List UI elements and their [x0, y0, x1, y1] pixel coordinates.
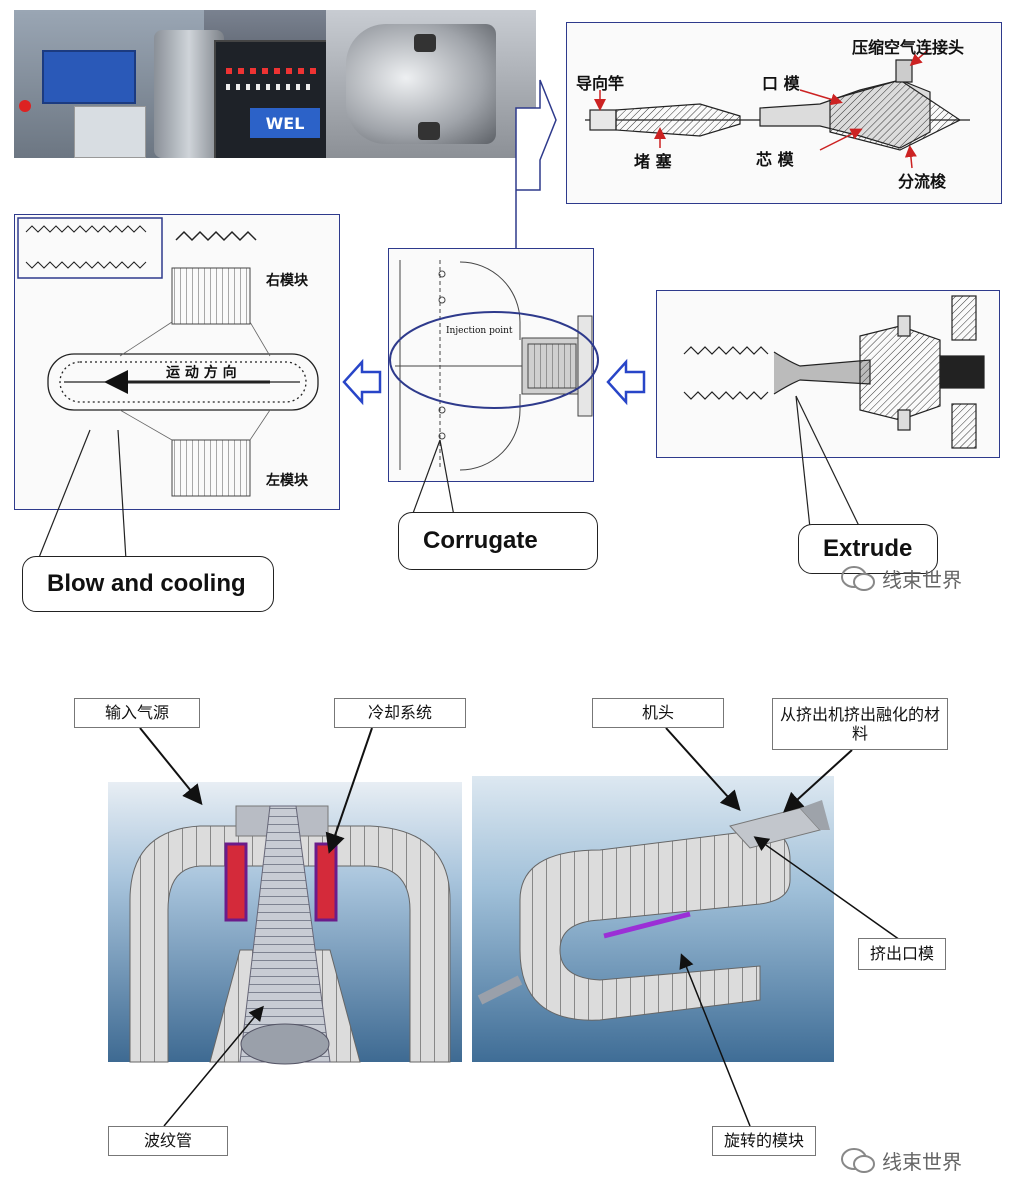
machine-brand-text: WEL	[250, 108, 320, 138]
callout-blow-and-cooling: Blow and cooling	[22, 556, 274, 612]
label-extrusion-die: 挤出口模	[858, 938, 946, 970]
right-mold-block	[171, 267, 251, 325]
callout-extrude: Extrude	[798, 524, 938, 574]
label-machine-head: 机头	[592, 698, 724, 728]
detail-outline-arrow	[515, 79, 557, 248]
left-corrugated-pipe	[239, 805, 331, 1063]
left-heater-bar-2	[314, 842, 338, 922]
flow-arrow-right	[606, 358, 646, 406]
extruder-machine-photo: WEL	[14, 10, 536, 158]
bottom-watermark: 线束世界	[840, 1146, 962, 1175]
label-die: 口 模	[762, 74, 800, 93]
wechat-icon	[841, 1147, 875, 1173]
callout-corrugate: Corrugate	[398, 512, 598, 570]
label-corrugated-pipe: 波纹管	[108, 1126, 228, 1156]
label-mandrel: 芯 模	[756, 150, 794, 169]
label-left-block: 左模块	[266, 473, 308, 489]
top-watermark: 线束世界	[840, 564, 962, 593]
bottom-watermark-text: 线束世界	[882, 1150, 962, 1174]
label-cooling-system: 冷却系统	[334, 698, 466, 728]
callout-blow-and-cooling-text: Blow and cooling	[47, 570, 246, 597]
label-compressed-air-connector: 压缩空气连接头	[852, 38, 965, 57]
left-mold-block	[171, 439, 251, 497]
pipe-profile-inset	[17, 217, 257, 279]
callout-extrude-text: Extrude	[823, 535, 913, 562]
label-air-source: 输入气源	[74, 698, 200, 728]
corrugator-drawing	[395, 260, 593, 471]
injection-highlight-ellipse	[389, 311, 599, 409]
left-heater-bar-1	[224, 842, 248, 922]
right-block-track	[519, 829, 791, 1021]
flow-arrow-left	[342, 358, 382, 406]
label-movement-direction: 运 动 方 向	[166, 365, 237, 381]
label-guide-rod: 导向竿	[576, 74, 625, 93]
label-spreader: 分流梭	[898, 172, 947, 191]
callout-corrugate-text: Corrugate	[423, 527, 538, 554]
label-rotating-blocks: 旋转的模块	[712, 1126, 816, 1156]
extrude-drawing	[683, 295, 985, 449]
label-molten-material: 从挤出机挤出融化的材料	[772, 698, 948, 750]
block-track	[47, 353, 319, 411]
top-watermark-text: 线束世界	[882, 568, 962, 592]
label-plug: 堵 塞	[634, 152, 672, 171]
label-right-block: 右模块	[266, 273, 308, 289]
top-diagram-graphics	[17, 49, 985, 561]
wechat-icon	[841, 565, 875, 591]
label-injection-point: Injection point	[446, 326, 513, 336]
right-heater-bar	[603, 911, 691, 939]
